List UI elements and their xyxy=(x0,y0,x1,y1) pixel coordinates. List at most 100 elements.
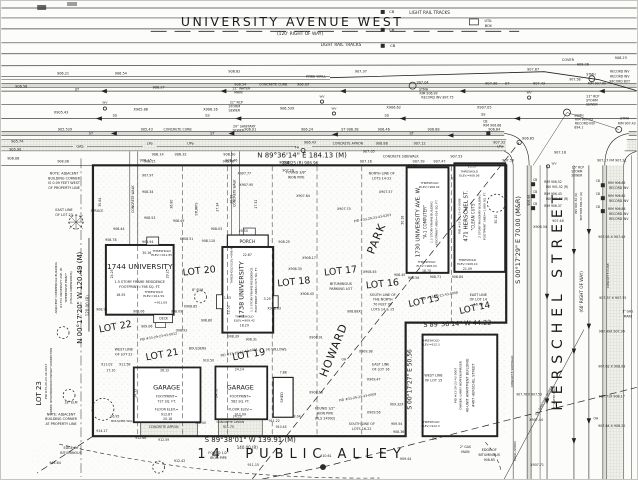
plat-label: 906.98 xyxy=(527,195,531,206)
plat-label: 17.10 xyxy=(106,368,115,372)
plat-label: #1754 UNIVERSITY AVE. W. xyxy=(59,267,63,308)
plat-label: 3.25 xyxy=(264,297,271,301)
plat-label: X907.57 xyxy=(379,190,393,194)
overhead-wire xyxy=(252,142,520,479)
plat-label: 908.23 xyxy=(615,56,627,60)
plat-label: CONCRETE CURB xyxy=(606,263,610,288)
water-valve xyxy=(102,106,107,111)
plat-label: 906.50 xyxy=(223,152,235,156)
plat-label: 2" GAS xyxy=(460,445,471,449)
plat-label: X909.47 xyxy=(367,377,381,381)
house-1744-steps xyxy=(155,322,166,328)
plat-label: RIM 906.85 xyxy=(608,181,625,185)
plat-label: 908.31 xyxy=(246,338,257,342)
plat-label: 12.52 xyxy=(226,305,230,314)
plat-label: 184.25 (R) 906.96 xyxy=(282,160,319,165)
plat-label: X905.43 xyxy=(54,111,69,115)
plat-label: THRESHOLD xyxy=(457,258,477,262)
plat-label: 906.43 xyxy=(304,140,316,144)
plat-label: 907.48 xyxy=(552,219,563,223)
overhead-wire xyxy=(36,435,94,474)
lot-20-label: LOT 20 xyxy=(182,264,216,278)
flow-arrow xyxy=(331,132,338,137)
plat-label: PARKING LOT xyxy=(329,287,353,291)
plat-label: 909.44 xyxy=(400,457,411,461)
plat-label: 30.16 xyxy=(142,251,151,255)
plat-label: INV 901.52 (R) xyxy=(546,185,569,189)
plat-label: 910.50 xyxy=(203,358,214,362)
lot-16-label: LOT 16 xyxy=(365,277,399,291)
plat-label: X907.70 xyxy=(337,207,351,211)
plat-label: 20.18 xyxy=(163,417,172,421)
flow-arrow xyxy=(586,418,592,425)
shed-label: SHED xyxy=(279,392,284,403)
scan-smudge xyxy=(37,4,47,10)
plat-label: 907.97 xyxy=(142,173,153,177)
plat-label: CB xyxy=(596,192,600,196)
plat-label: BITUMINOUS xyxy=(479,453,501,457)
plat-label: X907.44 xyxy=(529,418,543,422)
plat-label: OF LOT 15 xyxy=(425,378,443,382)
house-1744-stoop xyxy=(146,236,160,246)
tree-spruce xyxy=(68,214,84,230)
row-note-university: (120' RIGHT OF WAY) xyxy=(277,31,323,37)
plat-label: ST xyxy=(75,88,80,92)
plat-label: X907.05 xyxy=(477,106,492,110)
house-1738-label: 1738 UNIVERSITY xyxy=(237,261,245,318)
plat-label: X908.17 xyxy=(302,256,316,260)
plat-label: =911.69 xyxy=(154,301,167,305)
plat-label: 906.54 xyxy=(115,72,128,76)
utility-pole xyxy=(516,139,522,145)
flow-arrow xyxy=(586,323,592,330)
plat-label: CONCRETE CURB xyxy=(259,83,288,87)
plat-label: 21" RCP xyxy=(230,101,243,105)
plat-label: INV 901.58 (R) xyxy=(546,197,569,201)
plat-label: WV xyxy=(320,95,325,99)
plat-label: 908.80 xyxy=(201,319,212,323)
street-name-herschel: HERSCHEL STREET xyxy=(550,189,566,411)
plat-label: IRON PIPE xyxy=(288,175,305,179)
plat-label: 906.21 xyxy=(57,72,69,76)
plat-label: 907.05 xyxy=(363,149,375,153)
plat-label: 912.66 xyxy=(135,436,146,440)
plat-label: 912.09 xyxy=(235,412,246,416)
plat-label: 906.56 xyxy=(15,85,27,89)
plat-label: 906.46 xyxy=(378,127,390,131)
plat-label: RECORD INV xyxy=(609,186,629,190)
plat-label: CONCRETE APRON xyxy=(217,420,245,424)
plat-label: 906.86 xyxy=(376,141,388,145)
plat-label: THRESHOLD xyxy=(459,169,479,173)
flow-arrow xyxy=(544,398,550,405)
plat-label: OH xyxy=(432,437,437,441)
plat-label: X908.63 xyxy=(309,390,323,394)
plat-label: 15" RCP xyxy=(572,165,584,169)
plat-label: 906.85 xyxy=(522,136,534,140)
plat-label: THRESHOLD xyxy=(234,315,254,319)
plat-label: X907.71 xyxy=(530,463,544,467)
plat-label: CONCRETE WALK xyxy=(232,179,236,207)
plat-label: RIM 906.82 xyxy=(608,194,625,198)
plat-label: 120.00 (R) xyxy=(85,295,90,316)
plat-label: 18" ELM xyxy=(65,400,78,404)
plat-label: THRESHOLD xyxy=(151,249,171,253)
plat-label: EDGE OF xyxy=(482,448,497,452)
plat-label: RIM 906.43 xyxy=(544,192,561,196)
plat-label: 21" RCP xyxy=(586,95,599,99)
plat-label: 911.02 xyxy=(101,362,112,366)
plat-label: 914.64 xyxy=(49,461,60,465)
plat-label: THE NORTH xyxy=(372,298,393,302)
alley-label: 14' PUBLIC ALLEY xyxy=(197,447,406,462)
cb-symbol xyxy=(380,43,385,48)
plat-label: MAIN xyxy=(624,315,632,319)
plat-label: FOOTPRINT= xyxy=(156,394,178,398)
cb-symbol xyxy=(531,206,536,211)
bearing-north: N 89°36'14" E 184.13 (M) xyxy=(257,151,347,159)
walk-return xyxy=(504,151,514,166)
plat-label: THRESHOLD ELEV.=909.47 xyxy=(229,246,233,285)
plat-label: PID #33-29-23-42-0013 xyxy=(44,364,48,399)
plat-label: 908.65 xyxy=(484,458,495,462)
plat-label: 908.15 xyxy=(144,159,155,163)
plat-label: OF PROPERTY LINE xyxy=(48,186,80,190)
plat-label: X907.64 xyxy=(296,194,310,198)
